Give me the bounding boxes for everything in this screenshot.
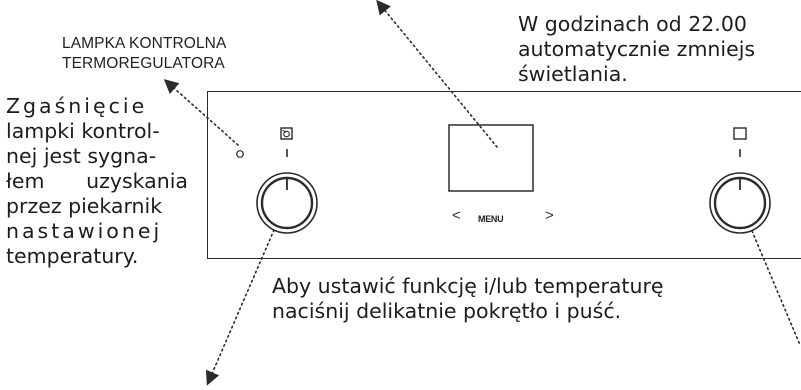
bottom-note-line-1: Aby ustawić funkcję i/lub temperaturę <box>272 274 664 298</box>
left-note: Zgaśnięcie lampki kontrol- nej jest sygn… <box>6 94 200 269</box>
left-note-line-5: przez piekarnik <box>6 194 163 218</box>
left-note-line-4: łem uzyskania <box>6 169 188 193</box>
prev-arrow: < <box>452 207 461 224</box>
control-panel <box>207 91 801 259</box>
top-note-line-2: automatycznie zmniejs <box>518 37 756 61</box>
top-note-line-3: świetlania. <box>518 62 628 86</box>
bottom-note: Aby ustawić funkcję i/lub temperaturę na… <box>272 274 664 324</box>
left-note-line-6: nastawionej <box>6 219 163 243</box>
next-arrow: > <box>545 207 554 224</box>
top-note-line-1: W godzinach od 22.00 <box>518 12 747 36</box>
left-note-line-3: nej jest sygna- <box>6 144 157 168</box>
menu-label: MENU <box>478 214 504 224</box>
left-note-line-1: Zgaśnięcie <box>6 94 148 118</box>
lamp-label: LAMPKA KONTROLNA TERMOREGULATORA <box>62 34 226 74</box>
left-note-line-7: temperatury. <box>6 244 139 268</box>
left-note-line-2: lampki kontrol- <box>6 119 160 143</box>
lamp-label-line-1: LAMPKA KONTROLNA <box>62 35 227 52</box>
top-note: W godzinach od 22.00 automatycznie zmnie… <box>518 12 755 87</box>
bottom-note-line-2: naciśnij delikatnie pokrętło i puść. <box>272 299 622 323</box>
lamp-label-line-2: TERMOREGULATORA <box>62 55 225 72</box>
